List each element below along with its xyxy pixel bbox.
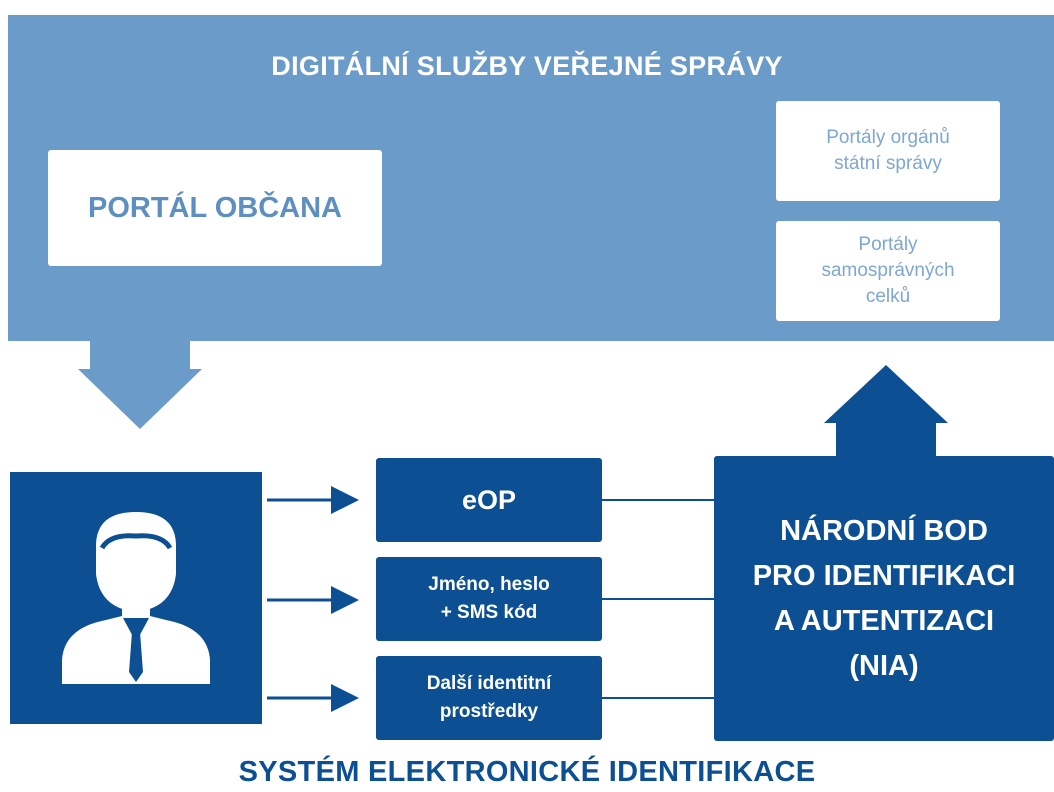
- citizen-portal-box: PORTÁL OBČANA: [48, 150, 382, 266]
- connector-eop: [602, 499, 714, 501]
- arrow-to-other-means-icon: [267, 684, 359, 712]
- password-sms-method-box: Jméno, heslo + SMS kód: [376, 557, 602, 641]
- state-administration-portals-box: Portály orgánů státní správy: [776, 101, 1000, 201]
- citizen-box: [10, 472, 262, 724]
- eop-method-box: eOP: [376, 458, 602, 542]
- connector-password: [602, 598, 714, 600]
- self-government-portals-box: Portály samosprávných celků: [776, 221, 1000, 321]
- person-icon: [62, 512, 210, 684]
- arrow-to-password-icon: [267, 586, 359, 614]
- nia-box: NÁRODNÍ BOD PRO IDENTIFIKACI A AUTENTIZA…: [714, 456, 1054, 741]
- other-identity-means-box: Další identitní prostředky: [376, 656, 602, 740]
- public-services-title: DIGITÁLNÍ SLUŽBY VEŘEJNÉ SPRÁVY: [271, 50, 783, 81]
- arrow-to-eop-icon: [267, 486, 359, 514]
- electronic-identification-title: SYSTÉM ELEKTRONICKÉ IDENTIFIKACE: [238, 755, 816, 788]
- connector-other-means: [602, 697, 714, 699]
- down-arrow-icon: [78, 341, 202, 429]
- up-arrow-icon: [824, 365, 948, 462]
